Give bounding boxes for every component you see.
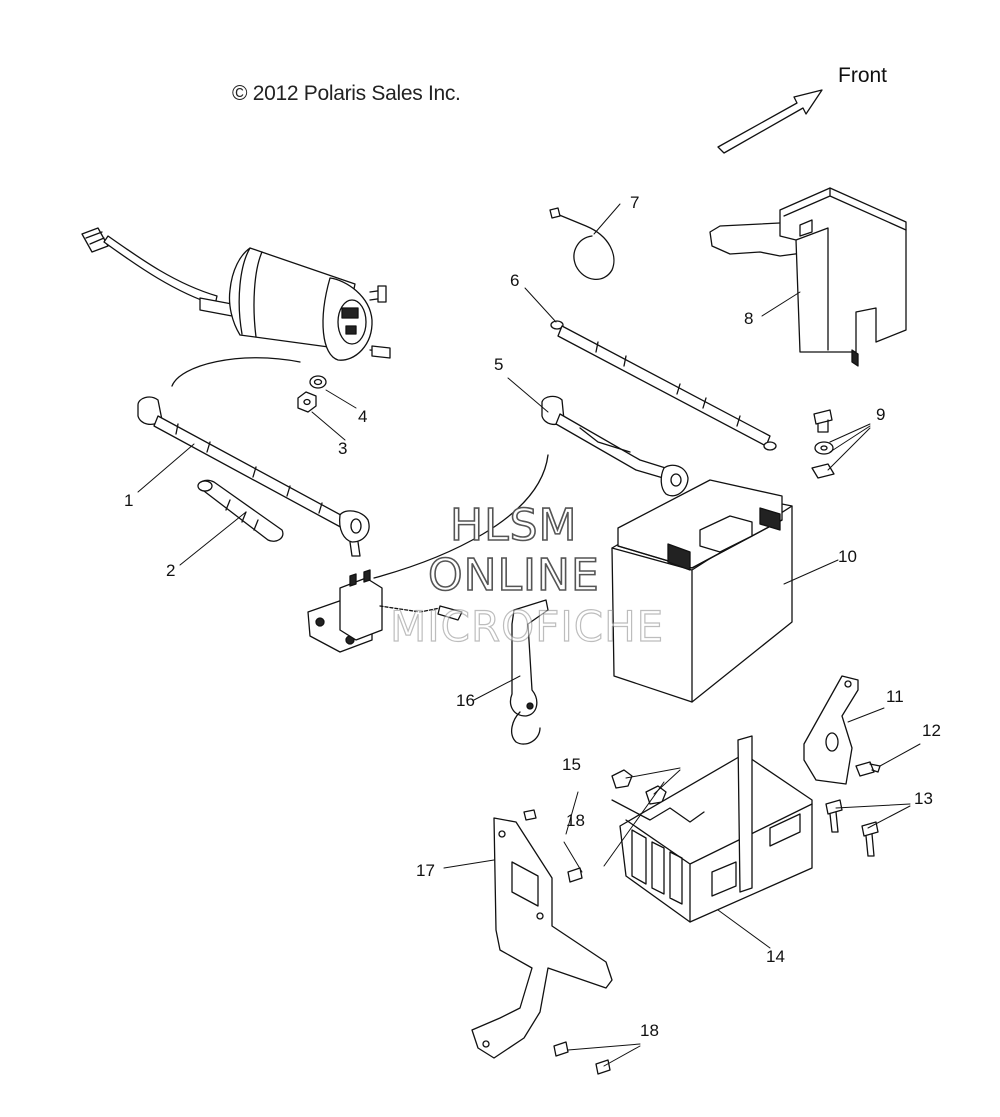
callout-15: 15 [562,755,581,774]
callout-17: 17 [416,861,435,880]
nut-part-3 [297,391,317,413]
callout-13: 13 [914,789,933,808]
screws-part-18 [523,809,611,1075]
callout-7: 7 [630,193,640,212]
callout-1: 1 [124,491,134,510]
callout-11: 11 [886,687,904,706]
battery-strap-part-16 [509,599,549,745]
front-direction-label: Front [838,64,888,87]
callout-18-upper: 18 [566,811,585,830]
bolts-part-13 [825,799,879,857]
callout-8: 8 [744,309,754,328]
washer-part-4 [309,375,327,389]
callout-2: 2 [166,561,176,580]
watermark-line-1: HLSM [449,499,578,552]
copyright-notice: © 2012 Polaris Sales Inc. [232,82,461,105]
terminal-boot-part-2 [197,479,284,542]
battery-cable-part-5 [541,395,689,497]
callout-18-lower: 18 [640,1021,659,1040]
leader-solenoid [373,454,549,579]
watermark-line-3: MICROFICHE [389,601,665,651]
battery-cover-part-8 [709,187,907,367]
battery-tray-part-14 [611,735,813,923]
callout-16: 16 [456,691,475,710]
front-direction-arrow [717,89,823,154]
callout-4: 4 [358,407,368,426]
callout-9: 9 [876,405,886,424]
callout-10: 10 [838,547,857,566]
callout-5: 5 [494,355,504,374]
starter-cable-part-1 [137,396,370,557]
callout-6: 6 [510,271,520,290]
callout-12: 12 [922,721,941,740]
watermark-line-2: ONLINE [427,549,600,602]
mount-bracket-part-17 [471,817,613,1059]
battery-cable-part-6 [550,320,777,451]
callout-3: 3 [338,439,348,458]
bolt-part-12 [855,761,881,777]
bracket-part-11 [803,675,859,785]
starter-motor [81,227,391,361]
callout-14: 14 [766,947,785,966]
battery-part-10 [611,479,793,703]
hardware-part-9 [811,409,835,479]
leader-lines [137,203,921,1067]
leader-starter [171,357,301,387]
solenoid [307,569,463,653]
cable-tie-part-7 [549,207,615,280]
